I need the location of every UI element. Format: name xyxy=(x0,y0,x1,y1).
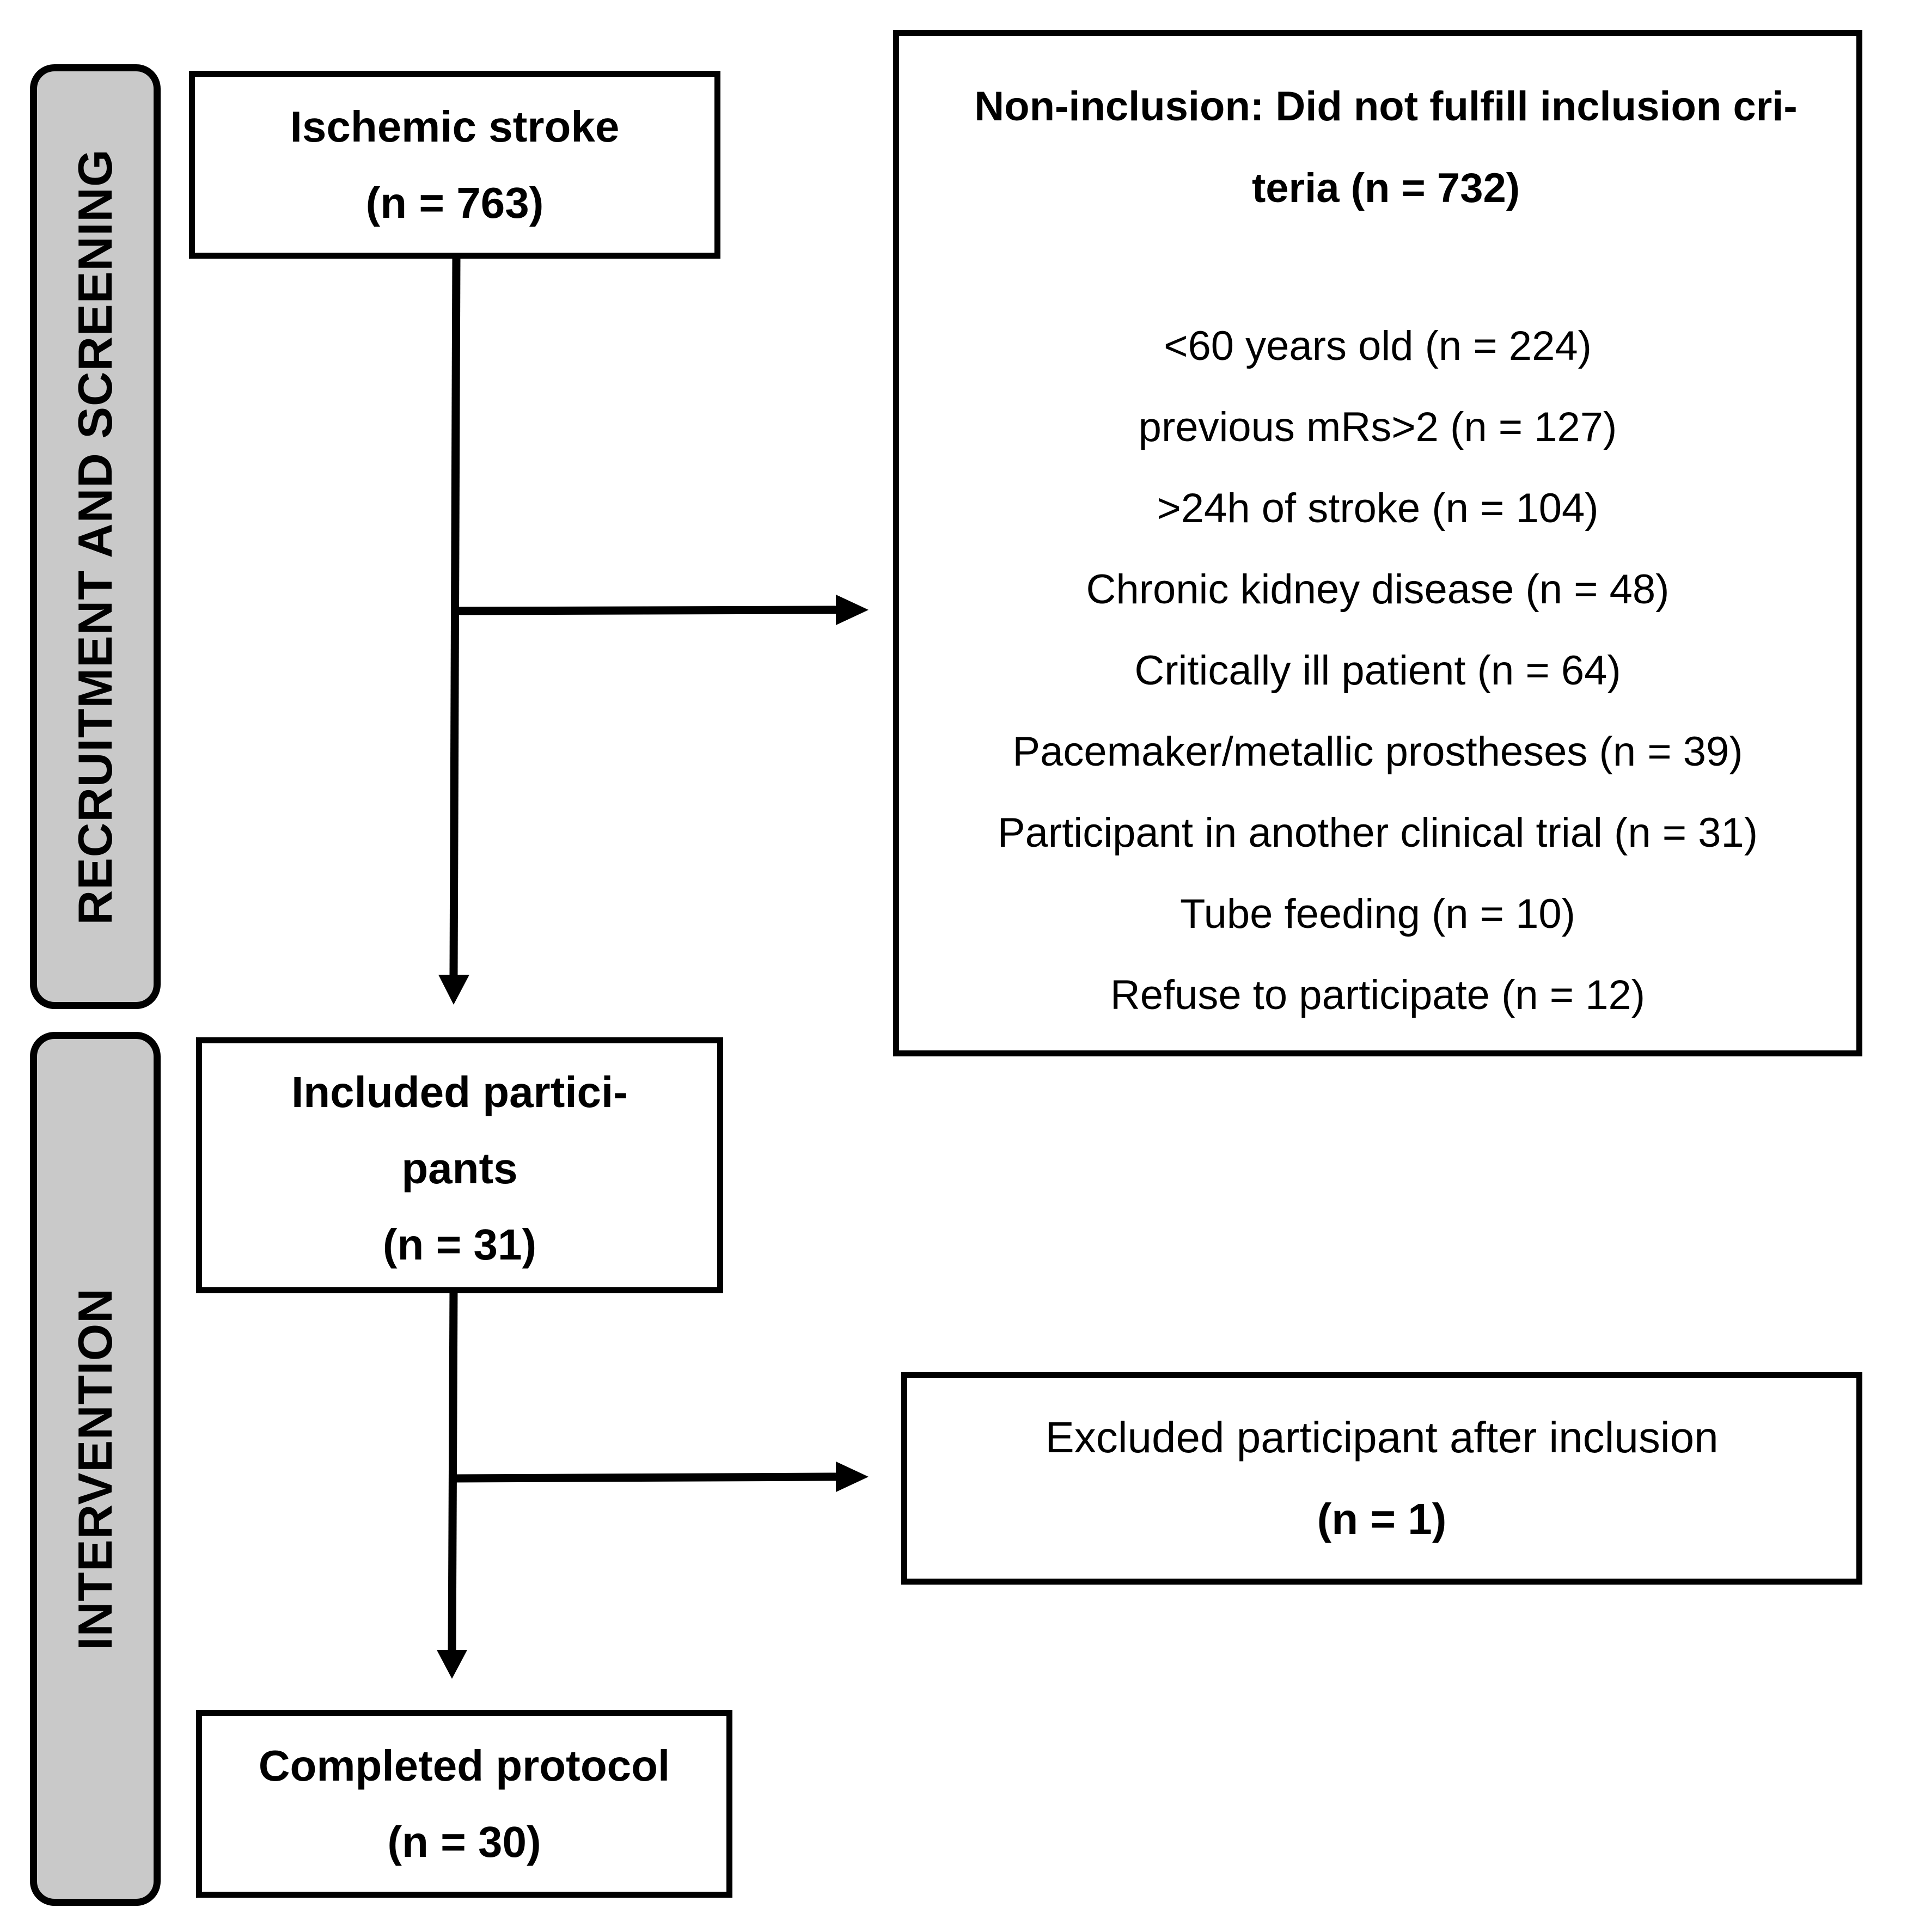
non-inclusion-title-line2: teria (n = 732) xyxy=(1251,165,1520,211)
non-inclusion-box: Non-inclusion: Did not fulfill inclusion… xyxy=(893,30,1862,1056)
included-count: (n = 31) xyxy=(382,1220,537,1269)
reason-item: Refuse to participate (n = 12) xyxy=(1110,972,1646,1018)
included-title-line2: pants xyxy=(401,1144,518,1193)
completed-count: (n = 30) xyxy=(387,1817,541,1866)
completed-title: Completed protocol xyxy=(258,1741,670,1790)
reason-item: previous mRs>2 (n = 127) xyxy=(1138,404,1617,450)
reason-item: >24h of stroke (n = 104) xyxy=(1157,485,1599,531)
reason-item: Critically ill patient (n = 64) xyxy=(1134,647,1621,694)
connector-ischemic-to-included xyxy=(449,255,461,975)
reason-item: Pacemaker/metallic prostheses (n = 39) xyxy=(1012,729,1743,775)
connector-included-to-completed xyxy=(448,1287,458,1650)
ischemic-stroke-count: (n = 763) xyxy=(365,178,544,227)
reason-item: Participant in another clinical trial (n… xyxy=(997,810,1758,856)
phase-recruitment-screening: RECRUITMENT AND SCREENING xyxy=(30,64,161,1009)
reason-item: Tube feeding (n = 10) xyxy=(1179,891,1575,937)
non-inclusion-reasons: <60 years old (n = 224) previous mRs>2 (… xyxy=(899,305,1856,1036)
reason-item: Chronic kidney disease (n = 48) xyxy=(1086,566,1670,613)
connector-branch-excluded xyxy=(453,1472,836,1483)
included-participants-box: Included partici- pants (n = 31) xyxy=(196,1037,723,1293)
phase-intervention: INTERVENTION xyxy=(30,1032,161,1906)
arrowhead-down-2 xyxy=(437,1650,467,1679)
arrowhead-right-2 xyxy=(836,1462,869,1492)
arrowhead-right-1 xyxy=(836,595,869,625)
excluded-participant-box: Excluded participant after inclusion (n … xyxy=(901,1372,1862,1585)
included-title-line1: Included partici- xyxy=(291,1068,628,1116)
completed-protocol-box: Completed protocol (n = 30) xyxy=(196,1710,732,1898)
reason-item: <60 years old (n = 224) xyxy=(1164,323,1592,369)
arrowhead-down-1 xyxy=(438,975,469,1005)
ischemic-stroke-box: Ischemic stroke (n = 763) xyxy=(189,71,720,259)
non-inclusion-title-line1: Non-inclusion: Did not fulfill inclusion… xyxy=(974,83,1798,130)
excluded-count: (n = 1) xyxy=(1317,1495,1447,1543)
excluded-title: Excluded participant after inclusion xyxy=(1045,1413,1719,1462)
ischemic-stroke-title: Ischemic stroke xyxy=(290,102,620,151)
connector-branch-non-inclusion xyxy=(456,606,836,615)
